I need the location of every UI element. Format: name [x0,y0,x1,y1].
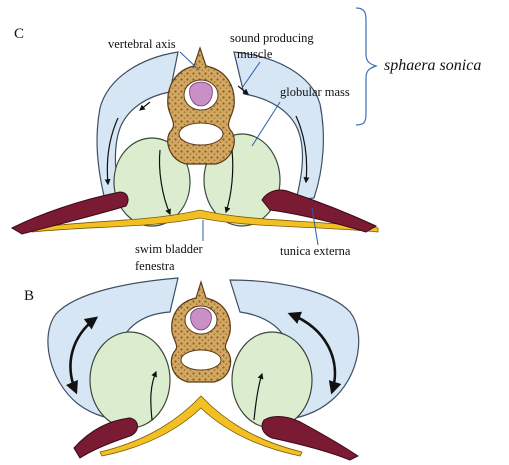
right-globular-mass-b [232,332,312,428]
panel-b: B [24,278,359,460]
label-vertebral-axis: vertebral axis [108,37,176,51]
right-rib-b [262,417,358,460]
left-globular-mass-b [90,332,170,428]
panel-b-letter: B [24,288,34,304]
vertebra-c [168,48,235,164]
sphaera-sonica-bracket [356,8,376,125]
leader-globular-mass [252,102,280,146]
label-sound-producing-2: muscle [237,47,273,61]
spinal-cord [190,82,213,106]
label-sound-producing-1: sound producing [230,31,314,45]
label-sphaera-sonica: sphaera sonica [384,57,481,74]
vertebra-b [171,282,230,382]
label-swim-bladder-2: fenestra [135,259,175,273]
panel-c: C vertebral axis sound producin [12,26,378,273]
label-globular-mass: globular mass [280,85,350,99]
label-swim-bladder-1: swim bladder [135,242,204,256]
spinal-cord-b [191,308,212,330]
panel-c-letter: C [14,26,24,42]
label-tunica-externa: tunica externa [280,244,351,258]
